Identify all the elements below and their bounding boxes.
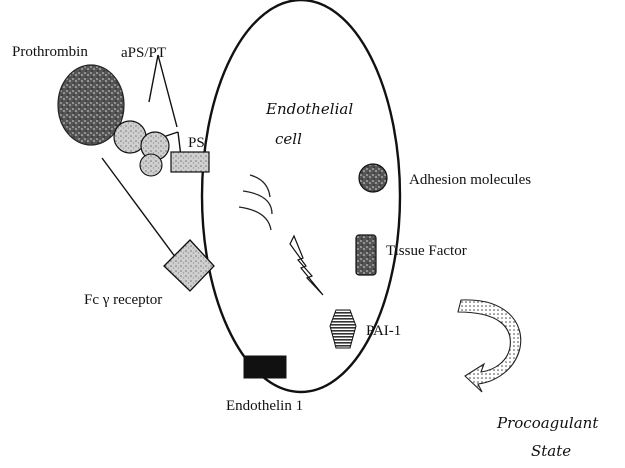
cell-label-line2: cell <box>275 130 302 148</box>
ps-block-icon <box>171 152 209 172</box>
tissue-factor-icon <box>356 235 376 275</box>
fc-receptor-label: Fc γ receptor <box>84 292 162 308</box>
pai1-label: PAI-1 <box>366 323 401 339</box>
procoagulant-label-line2: State <box>531 442 571 460</box>
endothelin-label: Endothelin 1 <box>226 398 303 414</box>
procoagulant-label-line1: Procoagulant <box>496 414 599 432</box>
curved-arrow-icon <box>458 300 521 392</box>
adhesion-molecules-label: Adhesion molecules <box>409 172 531 188</box>
cell-label-line1: Endothelial <box>265 100 353 118</box>
aps-pt-label: aPS/PT <box>121 45 166 61</box>
antibody-sphere-icon <box>140 154 162 176</box>
ps-label: PS <box>188 135 205 151</box>
prothrombin-label: Prothrombin <box>12 44 88 60</box>
tissue-factor-label: Tissue Factor <box>386 243 467 259</box>
adhesion-molecule-icon <box>359 164 387 192</box>
endothelin-block-icon <box>244 356 286 378</box>
